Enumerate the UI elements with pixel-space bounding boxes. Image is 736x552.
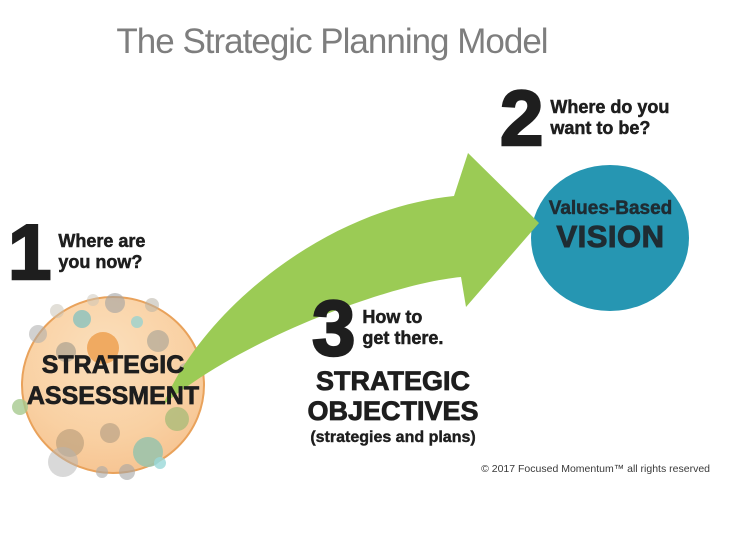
objectives-label: STRATEGIC OBJECTIVES (strategies and pla… [283, 366, 503, 448]
assessment-label: STRATEGIC ASSESSMENT [12, 350, 214, 412]
texture-dot [145, 298, 159, 312]
texture-dot [100, 423, 120, 443]
vision-label-line2: VISION [556, 219, 665, 254]
step-2: 2 Where do you want to be? [499, 74, 670, 162]
step-3-label: How to get there. [362, 307, 444, 349]
texture-dot [105, 293, 125, 313]
vision-label-line1: Values-Based [548, 198, 673, 220]
texture-dot [50, 304, 64, 318]
vision-circle [531, 165, 689, 311]
objectives-line1: STRATEGIC [316, 366, 471, 397]
step-3: 3 How to get there. [311, 284, 444, 372]
texture-dot [96, 466, 108, 478]
texture-dot [147, 330, 169, 352]
objectives-line2: OBJECTIVES [307, 396, 479, 427]
step-2-number: 2 [499, 74, 545, 162]
texture-dot [29, 325, 47, 343]
step-1: 1 Where are you now? [7, 208, 146, 296]
texture-dot [73, 310, 91, 328]
assessment-label-line2: ASSESSMENT [26, 382, 200, 411]
step-2-label: Where do you want to be? [550, 97, 670, 139]
texture-dot [56, 342, 76, 362]
texture-dot [87, 294, 99, 306]
assessment-label-line1: STRATEGIC [41, 351, 185, 380]
texture-dot [165, 407, 189, 431]
texture-dot [87, 332, 119, 364]
page-title: The Strategic Planning Model [116, 22, 548, 61]
copyright-notice: © 2017 Focused Momentum™ all rights rese… [481, 463, 710, 475]
step-1-number: 1 [7, 208, 53, 296]
texture-dot [131, 316, 143, 328]
texture-dot [119, 464, 135, 480]
curved-arrow-icon [163, 153, 539, 405]
texture-dot [154, 457, 166, 469]
objectives-line3: (strategies and plans) [310, 429, 476, 446]
texture-dot [12, 399, 28, 415]
step-3-number: 3 [311, 284, 357, 372]
texture-dot [48, 447, 78, 477]
step-1-label: Where are you now? [58, 231, 146, 273]
vision-label: Values-Based VISION [533, 197, 688, 254]
